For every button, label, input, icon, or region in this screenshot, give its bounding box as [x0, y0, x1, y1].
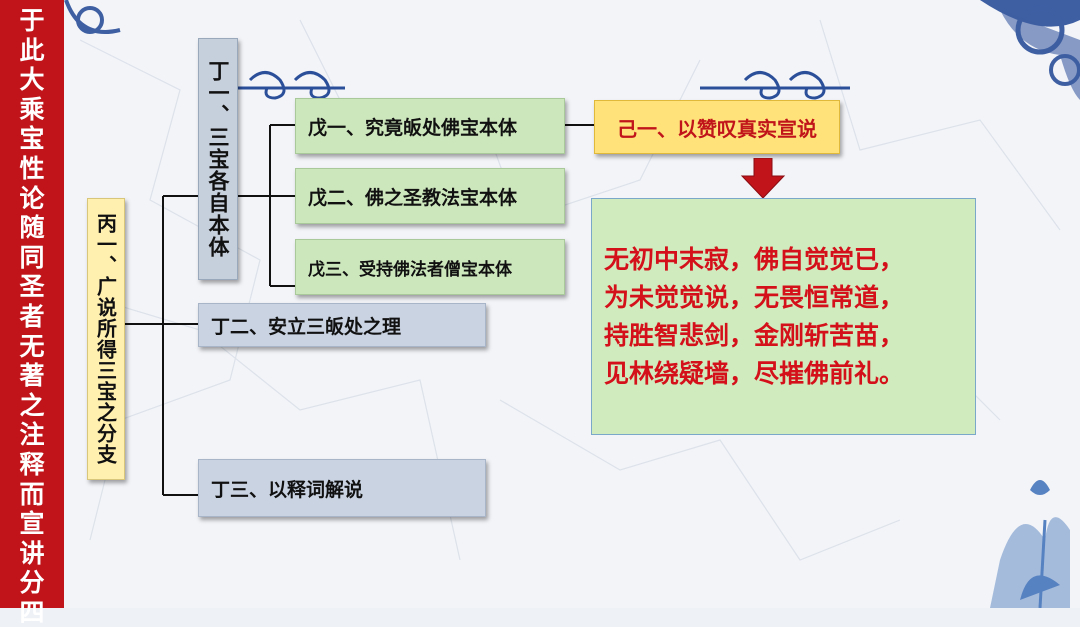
node-ding3: 丁三、以释词解说 — [198, 459, 486, 517]
sidebar-char: 注 — [19, 420, 45, 450]
corner-ornament — [980, 0, 1080, 100]
verse-line: 为未觉觉说，无畏恒常道， — [604, 283, 905, 312]
sidebar-char: 讲 — [19, 538, 45, 568]
node-root-label: 丙一、广说所得三宝之分支 — [93, 213, 118, 465]
sidebar-char: 释 — [19, 449, 45, 479]
sidebar-char: 圣 — [19, 272, 45, 302]
node-wu1: 戊一、究竟皈处佛宝本体 — [295, 98, 565, 154]
sidebar-char: 性 — [19, 153, 45, 183]
node-root: 丙一、广说所得三宝之分支 — [87, 198, 125, 480]
sidebar-char: 宝 — [19, 124, 45, 154]
connector-lines — [125, 124, 594, 496]
sidebar-title: 于 此 大 乘 宝 性 论 随 同 圣 者 无 著 之 注 释 而 宣 讲 分 … — [0, 0, 64, 627]
verse-line: 见林绕疑墙，尽摧佛前礼。 — [604, 359, 905, 388]
sidebar-char: 者 — [19, 301, 45, 331]
node-wu2: 戊二、佛之圣教法宝本体 — [295, 168, 565, 224]
sidebar-char: 随 — [19, 213, 45, 243]
sidebar-char: 乘 — [19, 94, 45, 124]
verse-line: 持胜智悲剑，金刚斩苦苗， — [604, 321, 905, 350]
verse-box: 无初中末寂，佛自觉觉已， 为未觉觉说，无畏恒常道， 持胜智悲剑，金刚斩苦苗， 见… — [591, 198, 976, 435]
node-ji1-label: 己一、以赞叹真实宣说 — [617, 116, 817, 141]
node-ding2: 丁二、安立三皈处之理 — [198, 303, 486, 347]
sidebar-char: 大 — [19, 65, 45, 95]
sidebar-char: 论 — [19, 183, 45, 213]
node-wu2-label: 戊二、佛之圣教法宝本体 — [308, 186, 518, 209]
sidebar-char: 而 — [19, 479, 45, 509]
node-ding1: 丁一、三宝各自本体 — [198, 38, 238, 280]
node-ji1: 己一、以赞叹真实宣说 — [594, 100, 840, 154]
sidebar-char: 于 — [19, 6, 45, 35]
node-wu3: 戊三、受持佛法者僧宝本体 — [295, 239, 565, 295]
sidebar-char: 之 — [19, 390, 45, 420]
node-ding3-label: 丁三、以释词解说 — [211, 478, 364, 501]
node-ding2-label: 丁二、安立三皈处之理 — [211, 315, 402, 338]
node-wu1-label: 戊一、究竟皈处佛宝本体 — [308, 116, 518, 139]
sidebar-char: 此 — [19, 35, 45, 65]
sidebar-char: 同 — [19, 242, 45, 272]
verse-line: 无初中末寂，佛自觉觉已， — [604, 245, 905, 274]
down-arrow-icon — [740, 158, 786, 199]
sidebar-char: 著 — [19, 361, 45, 391]
node-ding1-label: 丁一、三宝各自本体 — [206, 60, 230, 258]
sidebar-char: 宣 — [19, 509, 45, 539]
lotus-ornament — [990, 480, 1070, 608]
sidebar-char: 分 — [19, 568, 45, 598]
sidebar-char: 无 — [19, 331, 45, 361]
node-wu3-label: 戊三、受持佛法者僧宝本体 — [308, 259, 512, 280]
